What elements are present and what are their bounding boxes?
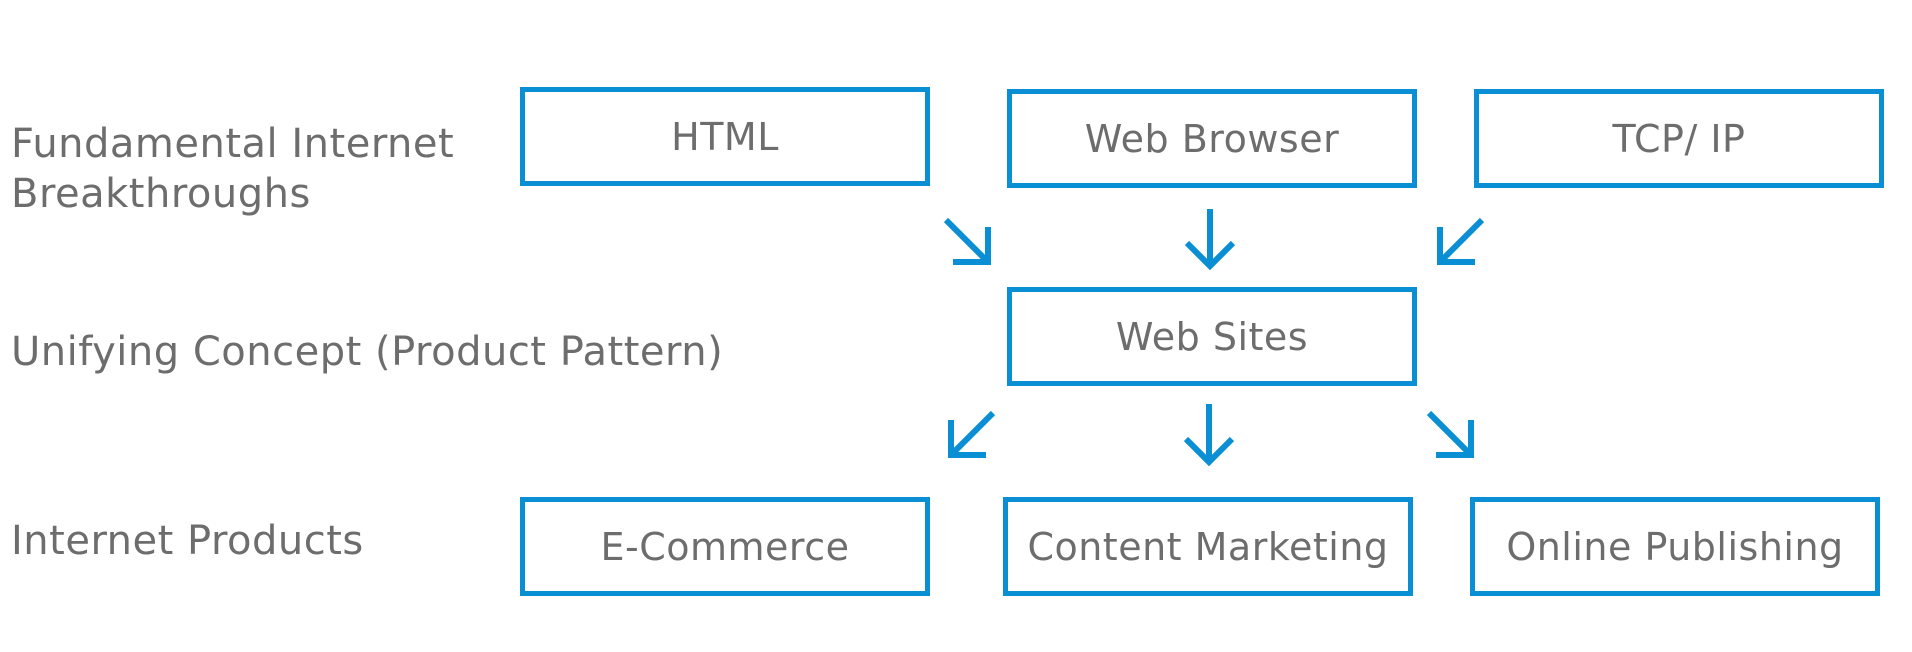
arrow-icon [943, 217, 991, 265]
box-e-commerce-label: E-Commerce [600, 524, 850, 569]
box-online-publishing-label: Online Publishing [1506, 524, 1844, 569]
box-content-marketing-label: Content Marketing [1027, 524, 1389, 569]
row-label-concept: Unifying Concept (Product Pattern) [11, 329, 724, 375]
box-web-sites-label: Web Sites [1115, 314, 1309, 359]
row-label-breakthroughs-line2: Breakthroughs [11, 171, 311, 217]
box-html: HTML [520, 87, 930, 186]
box-web-browser: Web Browser [1007, 89, 1417, 188]
box-web-sites: Web Sites [1007, 287, 1417, 386]
box-tcp-ip: TCP/ IP [1474, 89, 1884, 188]
box-tcp-ip-label: TCP/ IP [1612, 116, 1746, 161]
arrow-icon [1437, 217, 1485, 265]
box-online-publishing: Online Publishing [1470, 497, 1880, 596]
box-web-browser-label: Web Browser [1084, 116, 1340, 161]
arrow-icon [1184, 209, 1236, 271]
box-content-marketing: Content Marketing [1003, 497, 1413, 596]
arrow-icon [1183, 404, 1235, 467]
arrow-icon [948, 410, 996, 458]
arrow-icon [1426, 410, 1474, 458]
box-html-label: HTML [671, 114, 779, 159]
row-label-products: Internet Products [11, 518, 364, 564]
row-label-breakthroughs-line1: Fundamental Internet [11, 121, 455, 167]
box-e-commerce: E-Commerce [520, 497, 930, 596]
row-label-breakthroughs: Fundamental Internet Breakthroughs [11, 119, 454, 219]
